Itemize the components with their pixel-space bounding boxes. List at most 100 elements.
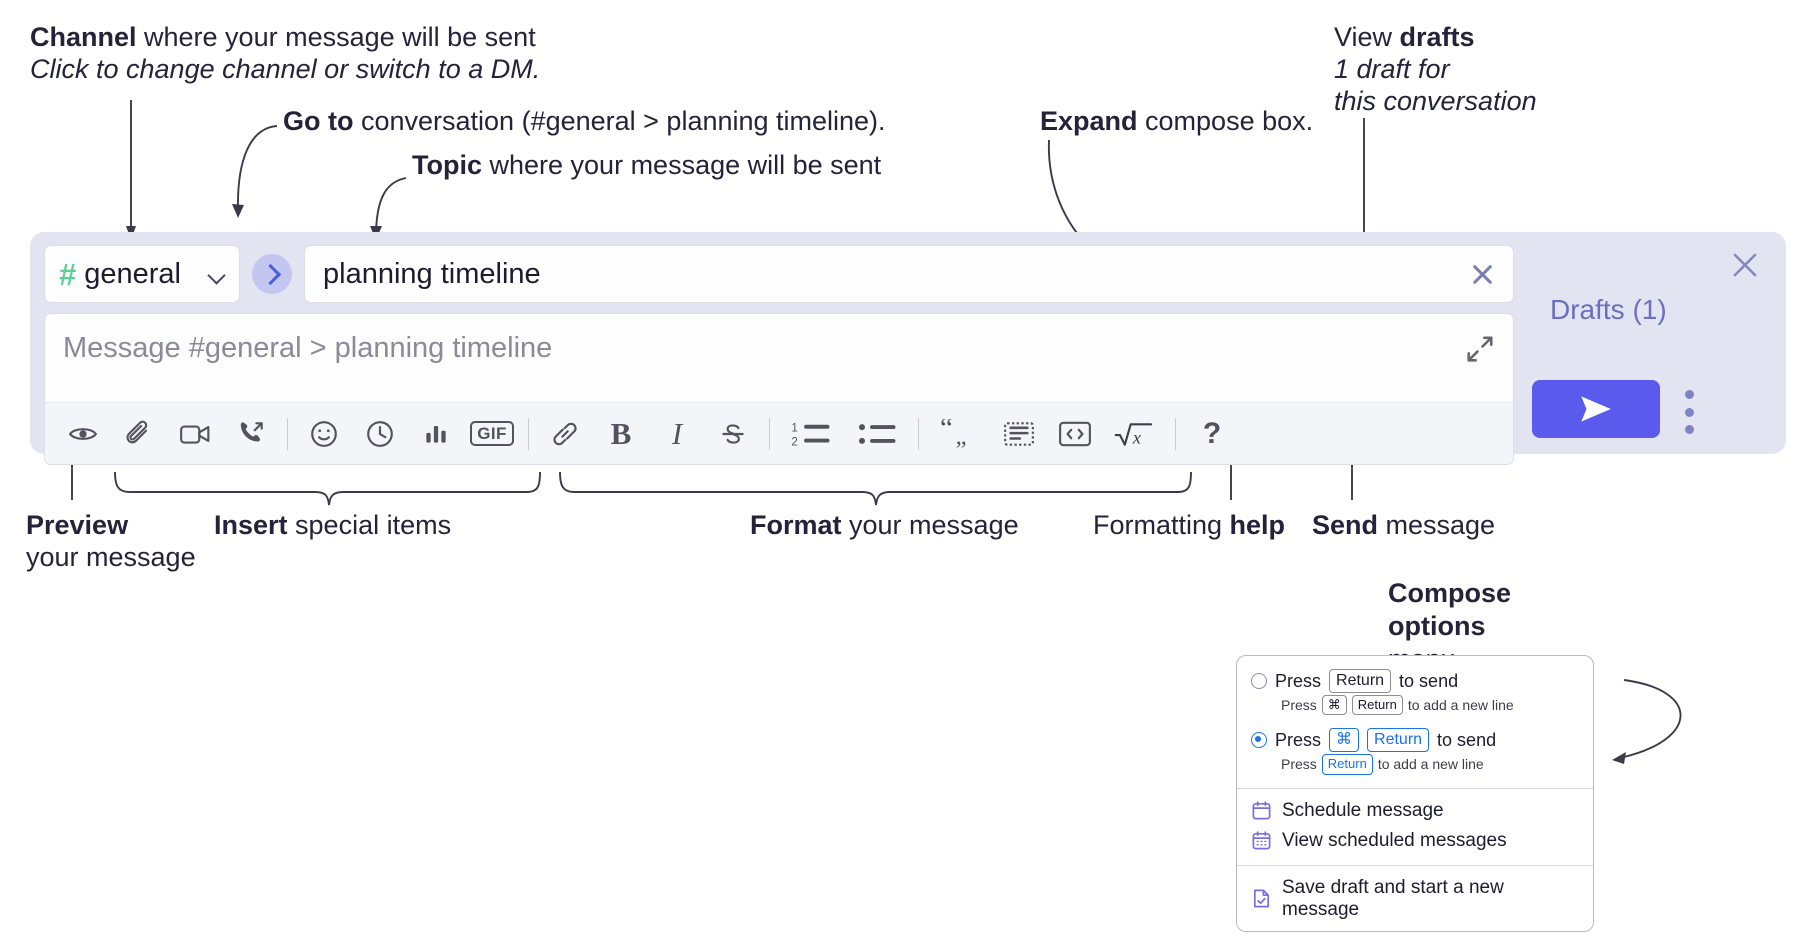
send-option-cmd-return-hint: Press Return to add a new line (1237, 752, 1593, 778)
send-button[interactable] (1532, 380, 1660, 438)
send-option-cmd-return[interactable]: Press ⌘ Return to send (1237, 725, 1593, 753)
menu-item-label: Schedule message (1282, 799, 1444, 821)
drafts-link[interactable]: Drafts (1) (1550, 294, 1667, 325)
svg-text:„: „ (956, 423, 967, 449)
radio-button[interactable] (1251, 673, 1267, 689)
annotation-view-drafts: View drafts 1 draft for this conversatio… (1334, 22, 1537, 118)
annotation-goto: Go to conversation (#general > planning … (283, 106, 886, 138)
send-option-return-hint: Press ⌘ Return to add a new line (1237, 693, 1593, 719)
call-icon[interactable] (227, 410, 275, 458)
key-cmd: ⌘ (1329, 728, 1360, 753)
italic-icon[interactable]: I (653, 410, 701, 458)
chevron-right-icon (259, 263, 281, 285)
poll-icon[interactable] (412, 410, 460, 458)
message-input-area[interactable]: Message #general > planning timeline (45, 314, 1513, 402)
menu-item-schedule-message[interactable]: Schedule message (1237, 796, 1593, 826)
preview-icon[interactable] (59, 410, 107, 458)
bold-icon[interactable]: B (597, 410, 645, 458)
annotation-insert-rest: special items (287, 510, 452, 540)
close-icon[interactable] (1728, 248, 1762, 282)
annotation-expand-rest: compose box. (1137, 106, 1314, 136)
spoiler-icon[interactable] (995, 410, 1043, 458)
annotation-preview: Preview your message (26, 510, 196, 574)
expand-icon[interactable] (1465, 334, 1495, 364)
clear-topic-icon[interactable] (1467, 259, 1497, 289)
annotation-view-drafts-sub1: 1 draft for (1334, 53, 1450, 84)
menu-item-view-scheduled[interactable]: View scheduled messages (1237, 826, 1593, 856)
link-icon[interactable] (541, 410, 589, 458)
ordered-list-icon[interactable]: 1 2 (782, 410, 840, 458)
compose-options-menu: Press Return to send Press ⌘ Return to a… (1236, 655, 1594, 932)
annotation-view-drafts-bold: drafts (1399, 22, 1475, 52)
gif-icon[interactable]: GIF (468, 410, 516, 458)
video-icon[interactable] (171, 410, 219, 458)
annotation-topic-rest: where your message will be sent (482, 150, 882, 180)
option-lead: Press (1275, 729, 1322, 750)
topic-row: # general planning timeline (44, 245, 1514, 303)
help-icon[interactable]: ? (1188, 410, 1236, 458)
send-option-return[interactable]: Press Return to send (1237, 666, 1593, 693)
annotation-preview-sub: your message (26, 541, 196, 572)
formatting-toolbar: GIF B I (45, 402, 1513, 464)
annotation-goto-bold: Go to (283, 106, 354, 136)
svg-text:1: 1 (791, 422, 797, 434)
key-cmd: ⌘ (1321, 695, 1347, 716)
option-lead: Press (1275, 670, 1322, 691)
annotation-channel-bold: Channel (30, 22, 137, 52)
attachment-icon[interactable] (115, 410, 163, 458)
math-icon[interactable]: x (1107, 410, 1163, 458)
topic-field[interactable]: planning timeline (304, 245, 1514, 303)
compose-widget: Drafts (1) # general planning timeline (30, 232, 1786, 465)
annotation-expand-bold: Expand (1040, 106, 1138, 136)
clock-icon[interactable] (356, 410, 404, 458)
menu-item-save-draft[interactable]: Save draft and start a new message (1237, 873, 1593, 925)
annotation-view-drafts-lead: View (1334, 22, 1400, 52)
hint-tail: to add a new line (1407, 697, 1514, 714)
toolbar-divider (918, 417, 919, 450)
key-return: Return (1321, 754, 1373, 775)
toolbar-divider (1175, 417, 1176, 450)
menu-item-label: View scheduled messages (1282, 829, 1507, 851)
kebab-dot (1684, 425, 1694, 434)
bulleted-list-icon[interactable] (848, 410, 906, 458)
annotation-expand: Expand compose box. (1040, 106, 1313, 138)
help-label: ? (1202, 416, 1222, 450)
calendar-grid-icon (1251, 830, 1272, 851)
annotation-help-lead: Formatting (1093, 510, 1230, 540)
svg-text:2: 2 (791, 436, 797, 448)
annotation-send: Send message (1312, 510, 1495, 542)
message-input[interactable]: Message #general > planning timeline (63, 332, 553, 364)
radio-button-selected[interactable] (1251, 732, 1267, 749)
message-box: Message #general > planning timeline (44, 313, 1514, 465)
kebab-dot (1684, 390, 1694, 399)
svg-text:x: x (1132, 427, 1141, 447)
menu-divider (1237, 864, 1593, 866)
italic-label: I (671, 415, 683, 451)
annotation-send-rest: message (1378, 510, 1496, 540)
chevron-down-icon (209, 269, 225, 279)
channel-selector[interactable]: # general (44, 245, 240, 303)
toolbar-divider (287, 417, 288, 450)
option-tail: to send (1399, 670, 1459, 691)
emoji-icon[interactable] (300, 410, 348, 458)
toolbar-divider (769, 417, 770, 450)
annotation-format: Format your message (750, 510, 1019, 542)
blockquote-icon[interactable]: “ „ (931, 410, 987, 458)
annotation-topic: Topic where your message will be sent (412, 150, 881, 182)
compose-options-button[interactable] (1682, 390, 1696, 434)
annotation-topic-bold: Topic (412, 150, 482, 180)
goto-conversation-button[interactable] (252, 254, 292, 294)
hint-lead: Press (1281, 756, 1317, 773)
annotation-compose-options-bold1: Compose (1388, 578, 1512, 608)
annotation-view-drafts-sub2: this conversation (1334, 85, 1537, 116)
topic-input[interactable]: planning timeline (323, 257, 541, 290)
code-icon[interactable] (1051, 410, 1099, 458)
strikethrough-icon[interactable] (709, 410, 757, 458)
key-return: Return (1351, 695, 1403, 716)
hash-icon: # (59, 256, 77, 292)
annotation-preview-bold: Preview (26, 510, 129, 540)
annotation-formatting-help: Formatting help (1093, 510, 1285, 542)
calendar-icon (1251, 800, 1272, 821)
save-draft-icon (1251, 888, 1272, 909)
svg-text:“: “ (940, 419, 953, 444)
